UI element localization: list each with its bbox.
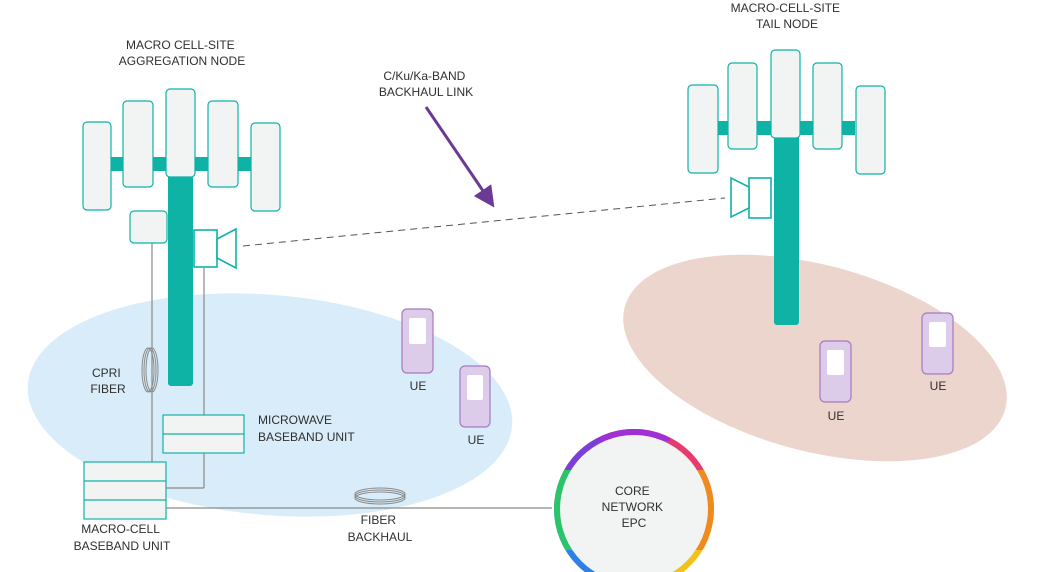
tail-tower	[687, 49, 886, 325]
tail-node-label: MACRO-CELL-SITE TAIL NODE	[731, 1, 844, 31]
antenna-panel	[82, 121, 112, 211]
ue-label: UE	[930, 379, 947, 393]
backhaul-link-label: C/Ku/Ka-BAND BACKHAUL LINK	[379, 69, 473, 99]
fiber-backhaul-label: FIBER BACKHAUL	[348, 513, 413, 544]
ue-label: UE	[828, 409, 845, 423]
backhaul-link-line	[242, 197, 726, 247]
ue-device	[921, 312, 954, 375]
antenna-panel	[165, 88, 196, 178]
backhaul-label-arrow	[424, 106, 495, 208]
antenna-panel	[770, 49, 801, 139]
cpri-fiber-label: CPRI FIBER	[90, 366, 126, 396]
microwave-baseband-unit	[162, 414, 245, 454]
core-network-cloud	[560, 435, 708, 572]
antenna-panel	[855, 85, 886, 175]
antenna-panel	[687, 84, 719, 174]
ue-label: UE	[468, 433, 485, 447]
microwave-dish-right	[730, 176, 772, 219]
antenna-panel	[250, 122, 281, 212]
ue-label: UE	[410, 379, 427, 393]
coverage-area-tail	[623, 254, 1007, 462]
cabling	[151, 242, 552, 509]
antenna-panel	[812, 62, 843, 150]
antenna-panel	[207, 100, 239, 188]
antenna-panel	[122, 100, 154, 188]
coverage-area-aggregation	[27, 293, 513, 517]
ue-device	[459, 365, 491, 428]
microwave-dish-left	[193, 227, 237, 270]
antenna-panel	[727, 62, 758, 150]
aggregation-tower	[82, 88, 281, 386]
tower-mast	[168, 160, 193, 386]
macro-bbu-label: MACRO-CELL BASEBAND UNIT	[74, 522, 171, 553]
fiber-backhaul-coil	[354, 487, 406, 505]
cpri-fiber-coil	[141, 347, 159, 393]
remote-radio-head	[129, 210, 168, 244]
aggregation-node-label: MACRO CELL-SITE AGGREGATION NODE	[119, 38, 245, 68]
macro-cell-baseband-unit	[83, 461, 167, 520]
tower-mast	[774, 124, 799, 325]
ue-device	[401, 308, 434, 374]
microwave-bbu-label: MICROWAVE BASEBAND UNIT	[258, 413, 355, 444]
ue-device	[819, 340, 852, 403]
core-network-label: CORE NETWORK EPC	[602, 484, 667, 530]
